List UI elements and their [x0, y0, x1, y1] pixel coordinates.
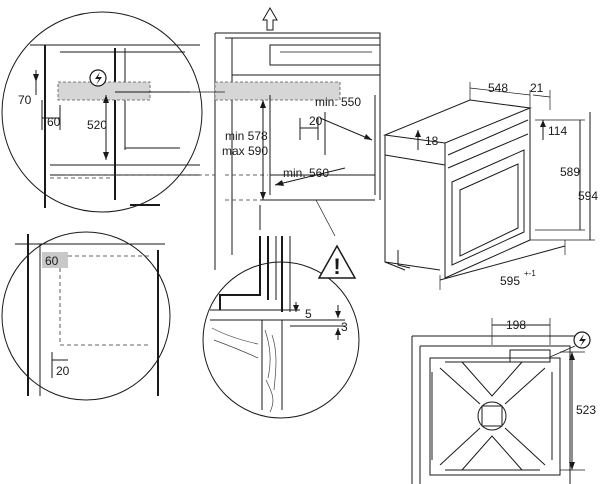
- dim-5: 5: [305, 307, 312, 321]
- warning-triangle-icon: !: [317, 244, 357, 279]
- top-left-detail: [1, 11, 203, 213]
- dim-20-niche: 20: [309, 114, 323, 128]
- lightning-warning-icon: [89, 69, 107, 87]
- dim-589: 589: [560, 165, 580, 179]
- dim-max-590: max 590: [222, 144, 268, 158]
- dim-20-bottom: 20: [56, 364, 70, 378]
- airflow-arrow-icon: [262, 7, 278, 31]
- dim-min-560: min. 560: [283, 166, 329, 180]
- svg-text:!: !: [333, 254, 340, 279]
- bottom-left-detail: [1, 231, 171, 401]
- dim-595-tolerance: +-1: [524, 269, 536, 278]
- lightning-rear-icon: [573, 331, 591, 349]
- dim-520: 520: [87, 118, 107, 132]
- dim-18: 18: [425, 134, 439, 148]
- dim-min-578: min 578: [225, 129, 268, 143]
- detail-leader-line-2: [315, 199, 336, 237]
- dim-min-550: min. 550: [315, 95, 361, 109]
- oven-perspective: [383, 82, 595, 290]
- dim-114: 114: [548, 124, 567, 138]
- dim-3: 3: [341, 320, 348, 334]
- central-cabinet: [214, 32, 381, 270]
- rear-leader-line: [549, 345, 576, 358]
- dim-60-bottom: 60: [45, 254, 59, 268]
- bottom-center-detail: [202, 236, 360, 419]
- dim-523: 523: [576, 403, 596, 417]
- dim-594: 594: [578, 189, 598, 203]
- dim-548: 548: [488, 81, 508, 95]
- rear-view: [411, 318, 585, 484]
- dim-595: 595: [500, 274, 520, 288]
- dim-21: 21: [530, 81, 544, 95]
- dim-60-top: 60: [47, 115, 61, 129]
- dim-198: 198: [506, 318, 526, 332]
- dim-70: 70: [18, 93, 32, 107]
